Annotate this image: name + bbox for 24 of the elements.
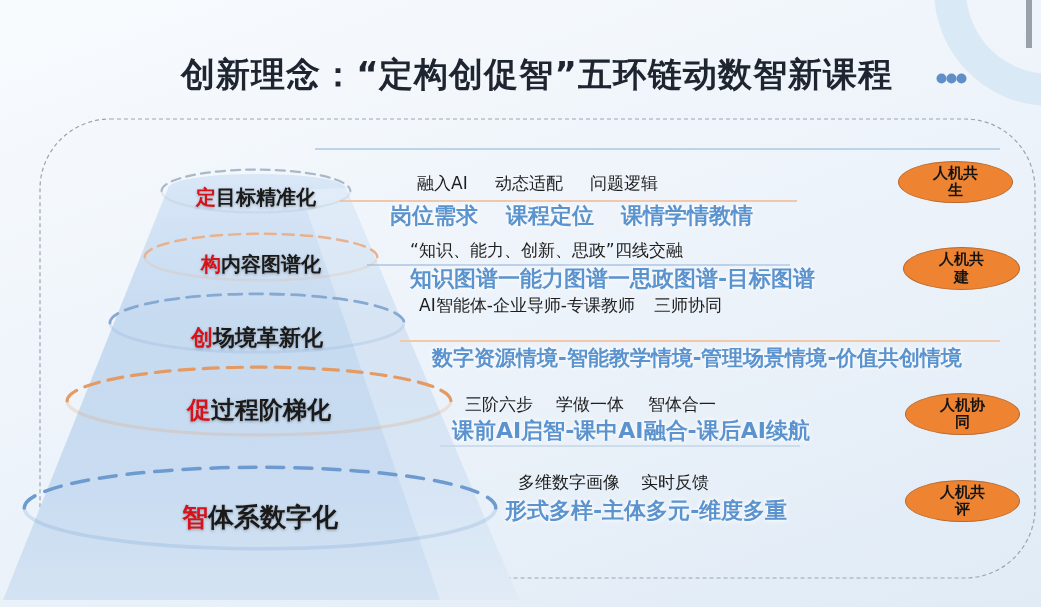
pyramid-layer [160,168,352,214]
subtitle-text: 融入AI 动态适配 问题逻辑 [417,172,659,194]
pyramid-layer [22,465,498,551]
subtitle-text: 多维数字画像 实时反馈 [518,471,710,493]
highlight-text: 形式多样-主体多元-维度多重 [505,500,788,522]
layer-label: 定目标精准化 [196,185,316,209]
layer-label: 创场境革新化 [191,324,323,352]
highlight-text: 数字资源情境-智能教学情境-管理场景情境-价值共创情境 [432,347,963,369]
highlight-text: 课前AI启智-课中AI融合-课后AI续航 [452,420,810,442]
layer-label: 促过程阶梯化 [187,395,331,425]
highlight-text: 知识图谱一能力图谱一思政图谱-目标图谱 [410,268,816,290]
pyramid-layer [143,232,379,282]
layer-label: 智体系数字化 [182,502,338,534]
subtitle-text: AI智能体-企业导师-专课教师 三师协同 [419,294,723,316]
pyramid-layer [108,292,406,354]
layer-label: 构内容图谱化 [201,252,321,276]
oval-label: 人机共评 [939,483,986,519]
subtitle-text: 三阶六步 学做一体 智体合一 [465,393,716,415]
subtitle-text: “知识、能力、创新、思政”四线交融 [410,239,683,261]
highlight-text: 岗位需求 课程定位 课情学情教情 [390,205,754,227]
oval-label: 人机共生 [932,164,979,200]
oval-label: 人机共建 [938,251,985,286]
oval-label: 人机协同 [939,396,986,432]
title: 创新理念：“定构创促智”五环链动数智新课程 [181,54,893,95]
